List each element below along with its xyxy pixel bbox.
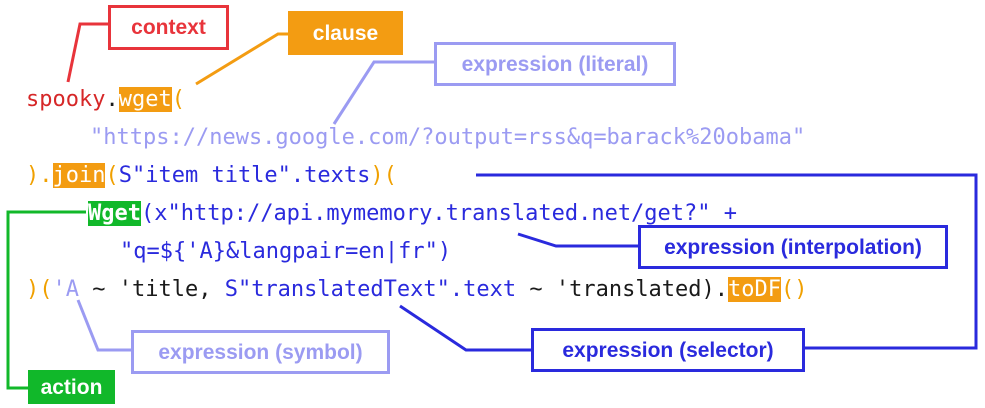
selector-token-translated: S"translatedText".text xyxy=(224,277,517,302)
code-line-1: spooky.wget( xyxy=(26,87,185,112)
symbol-connector xyxy=(76,299,131,352)
code-line-2: "https://news.google.com/?output=rss&q=b… xyxy=(90,124,805,152)
expression-literal-label: expression (literal) xyxy=(434,42,676,86)
code-line-6: )('A ~ 'title, S"translatedText".text ~ … xyxy=(26,277,808,302)
action-connector xyxy=(6,210,86,390)
selector-token-item-title: S"item title".texts xyxy=(118,163,371,188)
clause-token-todf: toDF xyxy=(728,277,782,302)
action-token: Wget xyxy=(88,201,141,226)
context-label: context xyxy=(108,5,229,50)
code-line-3: ).join(S"item title".texts)( xyxy=(26,163,397,188)
clause-connector xyxy=(195,32,288,86)
selector-connector-a xyxy=(399,304,531,352)
literal-token: "https://news.google.com/?output=rss&q=b… xyxy=(90,125,806,150)
code-line-4: Wget(x"http://api.mymemory.translated.ne… xyxy=(88,201,738,226)
clause-token-join: join xyxy=(52,163,106,188)
literal-connector xyxy=(332,60,434,125)
expression-interpolation-label: expression (interpolation) xyxy=(638,225,948,269)
interpolation-token-2: "q=${'A}&langpair=en|fr") xyxy=(120,239,452,264)
code-line-5: "q=${'A}&langpair=en|fr") xyxy=(120,238,451,266)
expression-selector-label: expression (selector) xyxy=(531,328,805,372)
clause-token-wget: wget xyxy=(118,87,172,112)
context-token: spooky xyxy=(26,87,106,112)
clause-label: clause xyxy=(288,11,403,55)
expression-symbol-label: expression (symbol) xyxy=(131,330,390,374)
symbol-token: 'A xyxy=(52,277,80,302)
interpolation-token: x"http://api.mymemory.translated.net/get… xyxy=(154,201,738,226)
selector-connector-b xyxy=(476,173,978,350)
action-label: action xyxy=(28,370,115,404)
context-connector xyxy=(66,22,108,83)
interpolation-connector xyxy=(517,232,638,248)
